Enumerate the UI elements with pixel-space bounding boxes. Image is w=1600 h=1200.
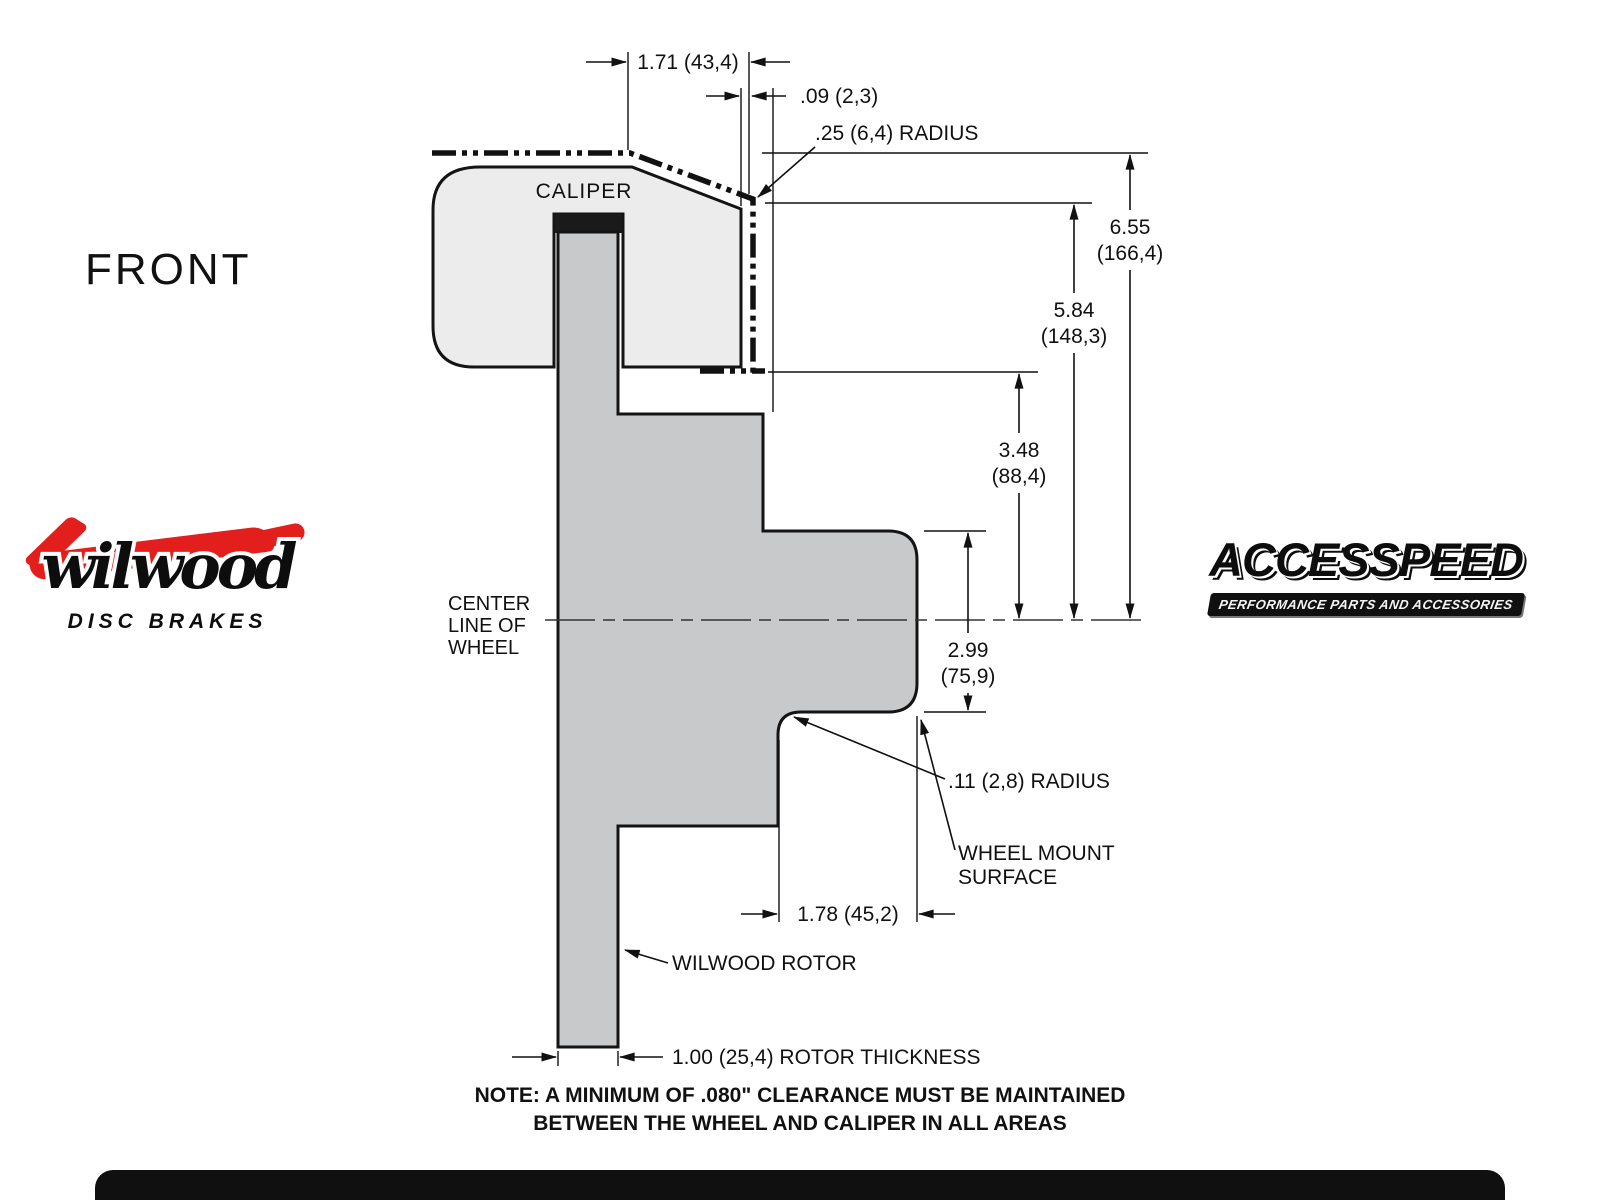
caliper-pad-gap (555, 214, 622, 233)
note-line-1: NOTE: A MINIMUM OF .080" CLEARANCE MUST … (475, 1084, 1126, 1107)
leader-inner-radius (792, 716, 946, 780)
wilwood-subtitle: DISC BRAKES (67, 610, 268, 633)
caliper-label: CALIPER (536, 180, 633, 203)
dim-overall-height-mm: (166,4) (1097, 242, 1164, 265)
footer-bar (95, 1170, 1505, 1200)
dim-mount-offset: 1.78 (45,2) (797, 903, 899, 926)
view-label: FRONT (85, 245, 252, 294)
centerline-label-2: LINE OF (448, 615, 526, 637)
dim-top-radius: .25 (6,4) RADIUS (815, 122, 978, 145)
dim-rotor-thickness: 1.00 (25,4) ROTOR THICKNESS (672, 1046, 981, 1069)
centerline-label-3: WHEEL (448, 637, 519, 659)
dim-caliper-height-in: 5.84 (1054, 299, 1095, 322)
leader-top-radius (757, 146, 816, 198)
wheel-mount-label-2: SURFACE (958, 866, 1057, 889)
wheel-mount-label-1: WHEEL MOUNT (958, 842, 1115, 865)
dim-caliper-width: 1.71 (43,4) (637, 51, 739, 74)
dim-wheel-clearance: .09 (2,3) (800, 85, 878, 108)
leader-wheel-mount (920, 718, 956, 851)
leader-rotor (623, 949, 669, 964)
dim-mid-height-mm: (88,4) (992, 465, 1047, 488)
wilwood-wordmark: wilwood (41, 530, 298, 603)
dim-flange-height-in: 2.99 (948, 639, 989, 662)
backer-flange-height (924, 633, 1012, 693)
accesspeed-subtitle: PERFORMANCE PARTS AND ACCESSORIES (1207, 593, 1525, 616)
accesspeed-wordmark: ACCESSPEED (1209, 533, 1524, 586)
dim-caliper-height-mm: (148,3) (1041, 325, 1108, 348)
wilwood-wordmark-outline: wilwood (38, 526, 302, 607)
backer-overall (1084, 210, 1176, 270)
dim-flange-height-mm: (75,9) (941, 665, 996, 688)
wilwood-logo: wilwood wilwood DISC BRAKES (15, 515, 320, 648)
rotor-label: WILWOOD ROTOR (672, 952, 857, 975)
dim-mid-height-in: 3.48 (999, 439, 1040, 462)
backer-mid-height (975, 433, 1063, 493)
rotor-hat-body (556, 230, 919, 1049)
centerline-label-1: CENTER (448, 593, 530, 615)
dim-inner-radius: .11 (2,8) RADIUS (948, 770, 1110, 793)
backer-caliper-height (1028, 293, 1120, 353)
accesspeed-logo: ACCESSPEED PERFORMANCE PARTS AND ACCESSO… (1198, 532, 1534, 616)
wheel-phantom-line (432, 150, 756, 376)
dim-overall-height-in: 6.55 (1110, 216, 1151, 239)
note-line-2: BETWEEN THE WHEEL AND CALIPER IN ALL ARE… (533, 1112, 1067, 1135)
